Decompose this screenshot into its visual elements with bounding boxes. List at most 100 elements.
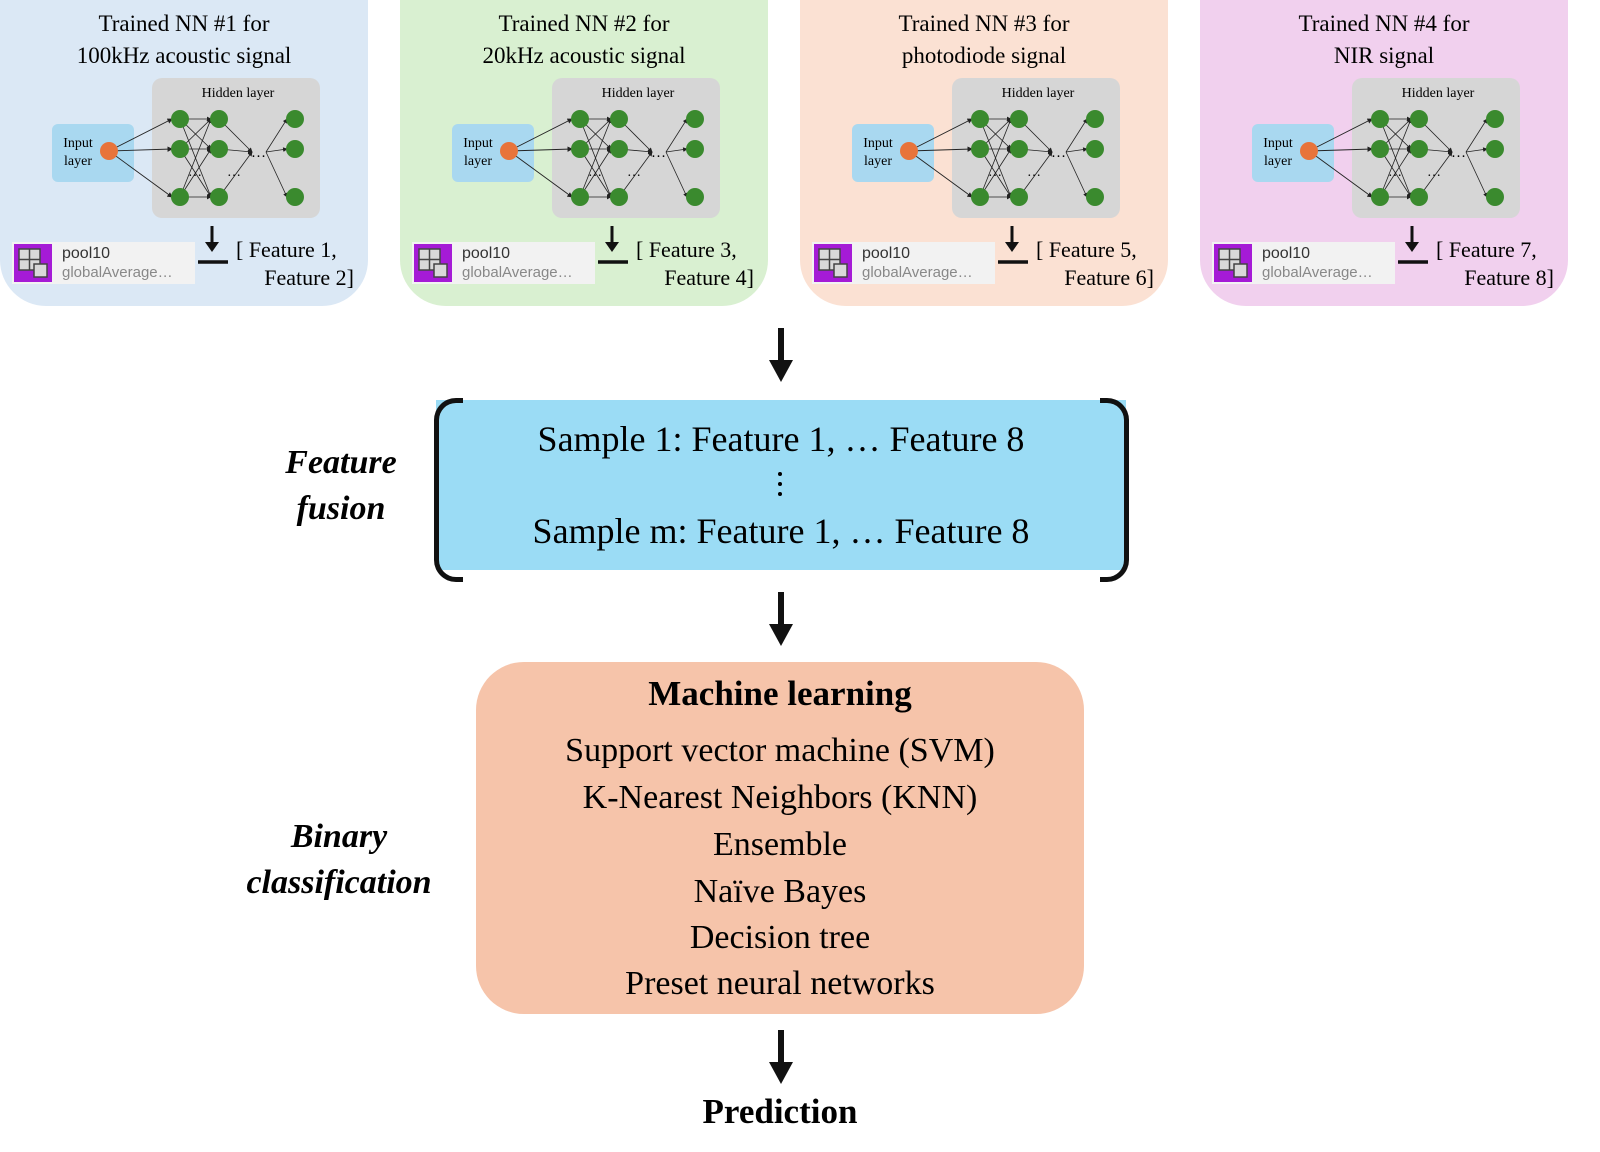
input-layer-label: Input [63, 136, 93, 151]
nn-panel-title: Trained NN #2 for 20kHz acoustic signal [400, 8, 768, 72]
hidden-node [686, 188, 704, 206]
input-layer-label: layer [64, 154, 92, 169]
ellipsis-icon: … [588, 165, 602, 180]
hidden-node [210, 110, 228, 128]
hidden-layer-label: Hidden layer [1402, 86, 1475, 101]
hidden-node [1010, 188, 1028, 206]
hidden-node [286, 110, 304, 128]
hidden-node [210, 188, 228, 206]
nn-panel-title: Trained NN #4 for NIR signal [1200, 8, 1568, 72]
down-arrow-icon [769, 592, 793, 646]
hidden-node [610, 188, 628, 206]
extracted-features-line2: Feature 2] [264, 265, 354, 290]
input-layer-label: Input [1263, 136, 1293, 151]
pool-layer-type: globalAverage… [1262, 264, 1373, 281]
pool-layer-name: pool10 [462, 245, 511, 262]
feature-extract-arrow-icon [598, 226, 628, 264]
pool-layer-name: pool10 [1262, 245, 1311, 262]
ml-method: K-Nearest Neighbors (KNN) [582, 779, 978, 816]
hidden-node [571, 140, 589, 158]
hidden-node [686, 110, 704, 128]
input-node [500, 142, 518, 160]
hidden-node [610, 140, 628, 158]
extracted-features-line1: [ Feature 3, [636, 237, 737, 262]
hidden-layer-box [552, 78, 720, 218]
binary-classification-label-line1: Binary [290, 818, 388, 855]
hidden-node [1010, 110, 1028, 128]
vertical-ellipsis-icon [776, 472, 784, 500]
hidden-node [971, 110, 989, 128]
extracted-features-label: [ Feature 7, Feature 8] [1436, 236, 1554, 292]
hidden-layer-label: Hidden layer [602, 86, 675, 101]
pool-layer-type: globalAverage… [62, 264, 173, 281]
prediction-label: Prediction [702, 1092, 858, 1131]
pool-layer-name: pool10 [62, 245, 111, 262]
hidden-node [971, 188, 989, 206]
input-node [900, 142, 918, 160]
input-layer-box [1252, 124, 1334, 182]
extracted-features-line1: [ Feature 7, [1436, 237, 1537, 262]
binary-classification-label: Binary classification [214, 814, 464, 906]
hidden-node [1010, 140, 1028, 158]
pool-layer-type: globalAverage… [862, 264, 973, 281]
hidden-layer-box [952, 78, 1120, 218]
nn-panel-2: Trained NN #2 for 20kHz acoustic signal … [400, 0, 768, 306]
feature-fusion-label: Feature fusion [256, 440, 426, 532]
ml-method: Naïve Bayes [693, 873, 867, 910]
hidden-node [171, 110, 189, 128]
hidden-layer-label: Hidden layer [1002, 86, 1075, 101]
feature-fusion-label-line2: fusion [296, 490, 386, 527]
hidden-node [1086, 188, 1104, 206]
pool-layer-box: pool10 globalAverage… [12, 242, 195, 284]
feature-extract-arrow-icon [198, 226, 228, 264]
hidden-node [571, 188, 589, 206]
machine-learning-box: Machine learning Support vector machine … [476, 662, 1084, 1014]
fusion-sample-first: Sample 1: Feature 1, … Feature 8 [537, 419, 1025, 459]
pool-layer-box: pool10 globalAverage… [412, 242, 595, 284]
pool-layer-type: globalAverage… [462, 264, 573, 281]
hidden-node [571, 110, 589, 128]
hidden-node [286, 188, 304, 206]
hidden-node [1486, 110, 1504, 128]
input-layer-box [52, 124, 134, 182]
hidden-node [1371, 140, 1389, 158]
nn-panel-title-line1: Trained NN #3 for [898, 11, 1070, 36]
pooling-layer-icon [1214, 244, 1252, 282]
nn-panel-title-line2: 100kHz acoustic signal [76, 43, 292, 68]
hidden-node [971, 140, 989, 158]
ellipsis-icon: … [1027, 165, 1041, 180]
extracted-features-line1: [ Feature 5, [1036, 237, 1137, 262]
hidden-node [1371, 188, 1389, 206]
hidden-node [1371, 110, 1389, 128]
ellipsis-icon: … [1451, 145, 1466, 161]
hidden-node [1486, 188, 1504, 206]
feature-extract-arrow-icon [1398, 226, 1428, 264]
hidden-layer-box [152, 78, 320, 218]
hidden-node [1086, 140, 1104, 158]
extracted-features-line2: Feature 6] [1064, 265, 1154, 290]
extracted-features-line1: [ Feature 1, [236, 237, 337, 262]
feature-extract-arrow-icon [998, 226, 1028, 264]
down-arrow-icon [769, 328, 793, 382]
hidden-node [686, 140, 704, 158]
input-layer-box [852, 124, 934, 182]
ellipsis-icon: … [227, 165, 241, 180]
ellipsis-icon: … [188, 165, 202, 180]
extracted-features-line2: Feature 8] [1464, 265, 1554, 290]
ml-method: Ensemble [712, 826, 848, 863]
nn-panel-title: Trained NN #1 for 100kHz acoustic signal [0, 8, 368, 72]
ellipsis-icon: … [251, 145, 266, 161]
nn-panel-3: Trained NN #3 for photodiode signal Inpu… [800, 0, 1168, 306]
extracted-features-line2: Feature 4] [664, 265, 754, 290]
hidden-node [1486, 140, 1504, 158]
nn-panel-title: Trained NN #3 for photodiode signal [800, 8, 1168, 72]
ellipsis-icon: … [651, 145, 666, 161]
ellipsis-icon: … [627, 165, 641, 180]
right-bracket [1100, 398, 1129, 582]
hidden-node [210, 140, 228, 158]
pool-layer-box: pool10 globalAverage… [812, 242, 995, 284]
ellipsis-icon: … [1051, 145, 1066, 161]
